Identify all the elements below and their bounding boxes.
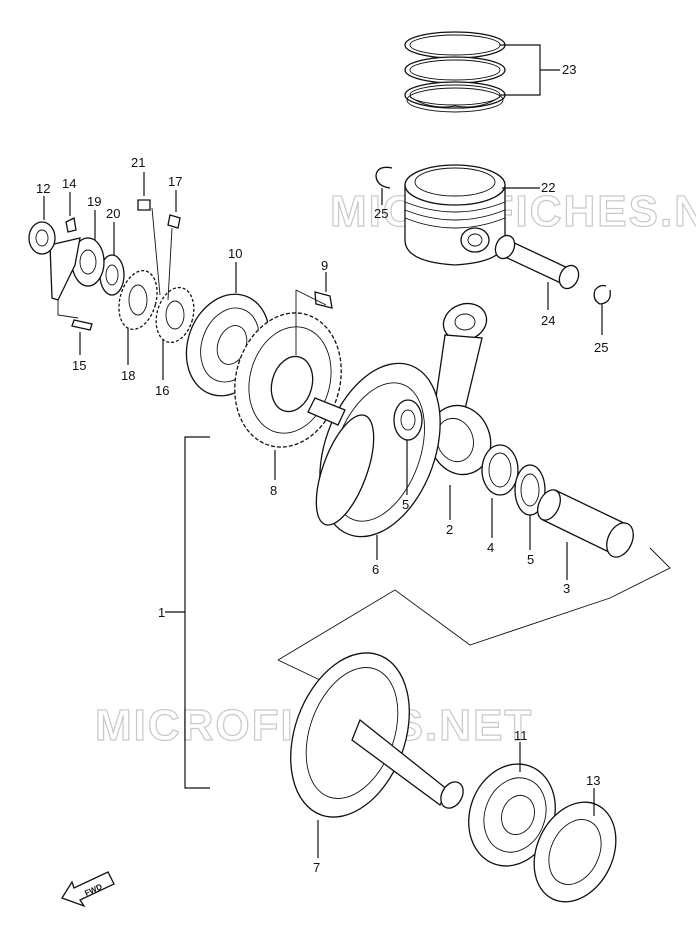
callout-14: 14 (62, 176, 76, 191)
dowel-pin (137, 199, 151, 211)
callout-2: 2 (446, 522, 453, 537)
thrust-washer-inner (393, 399, 423, 441)
main-bearing-right (468, 763, 556, 867)
callout-25-upper: 25 (374, 206, 388, 221)
callout-15: 15 (72, 358, 86, 373)
spring-pin (167, 214, 181, 229)
balancer-drive-gear (155, 286, 195, 344)
callout-19: 19 (87, 194, 101, 209)
callout-10: 10 (228, 246, 242, 261)
callout-13: 13 (586, 773, 600, 788)
callout-25-lower: 25 (594, 340, 608, 355)
callout-12: 12 (36, 181, 50, 196)
callout-5-inner: 5 (402, 497, 409, 512)
spacer-bearing (71, 237, 105, 287)
oil-seal (533, 801, 617, 903)
piston (404, 164, 506, 266)
lock-washer (65, 217, 77, 233)
callout-16: 16 (155, 383, 169, 398)
woodruff-key (314, 291, 333, 309)
callout-17: 17 (168, 174, 182, 189)
callout-22: 22 (541, 180, 555, 195)
callout-11: 11 (514, 728, 528, 743)
callout-6: 6 (372, 562, 379, 577)
piston-pin (494, 234, 580, 290)
circlip-upper (375, 166, 393, 189)
scissors-gear (118, 270, 158, 330)
callout-3: 3 (563, 581, 570, 596)
seal (28, 221, 56, 255)
callout-24: 24 (541, 313, 555, 328)
crank-web-right (290, 652, 464, 818)
callout-7: 7 (313, 860, 320, 875)
watermark-upper: MICROFICHES.NET (330, 187, 696, 236)
callout-8: 8 (270, 483, 277, 498)
callout-21: 21 (131, 155, 145, 170)
fwd-arrow-icon: FWD (61, 871, 115, 908)
callout-9: 9 (321, 258, 328, 273)
crank-pin (537, 489, 634, 558)
circlip-lower (593, 284, 611, 305)
callout-23: 23 (562, 62, 576, 77)
piston-rings (404, 31, 506, 113)
callout-5-outer: 5 (527, 552, 534, 567)
callout-18: 18 (121, 368, 135, 383)
callout-20: 20 (106, 206, 120, 221)
retainer-plate (49, 237, 81, 301)
connecting-rod (428, 302, 492, 476)
callout-4: 4 (487, 540, 494, 555)
needle-bearing (481, 444, 519, 496)
callout-1: 1 (158, 605, 165, 620)
screw (71, 319, 93, 331)
